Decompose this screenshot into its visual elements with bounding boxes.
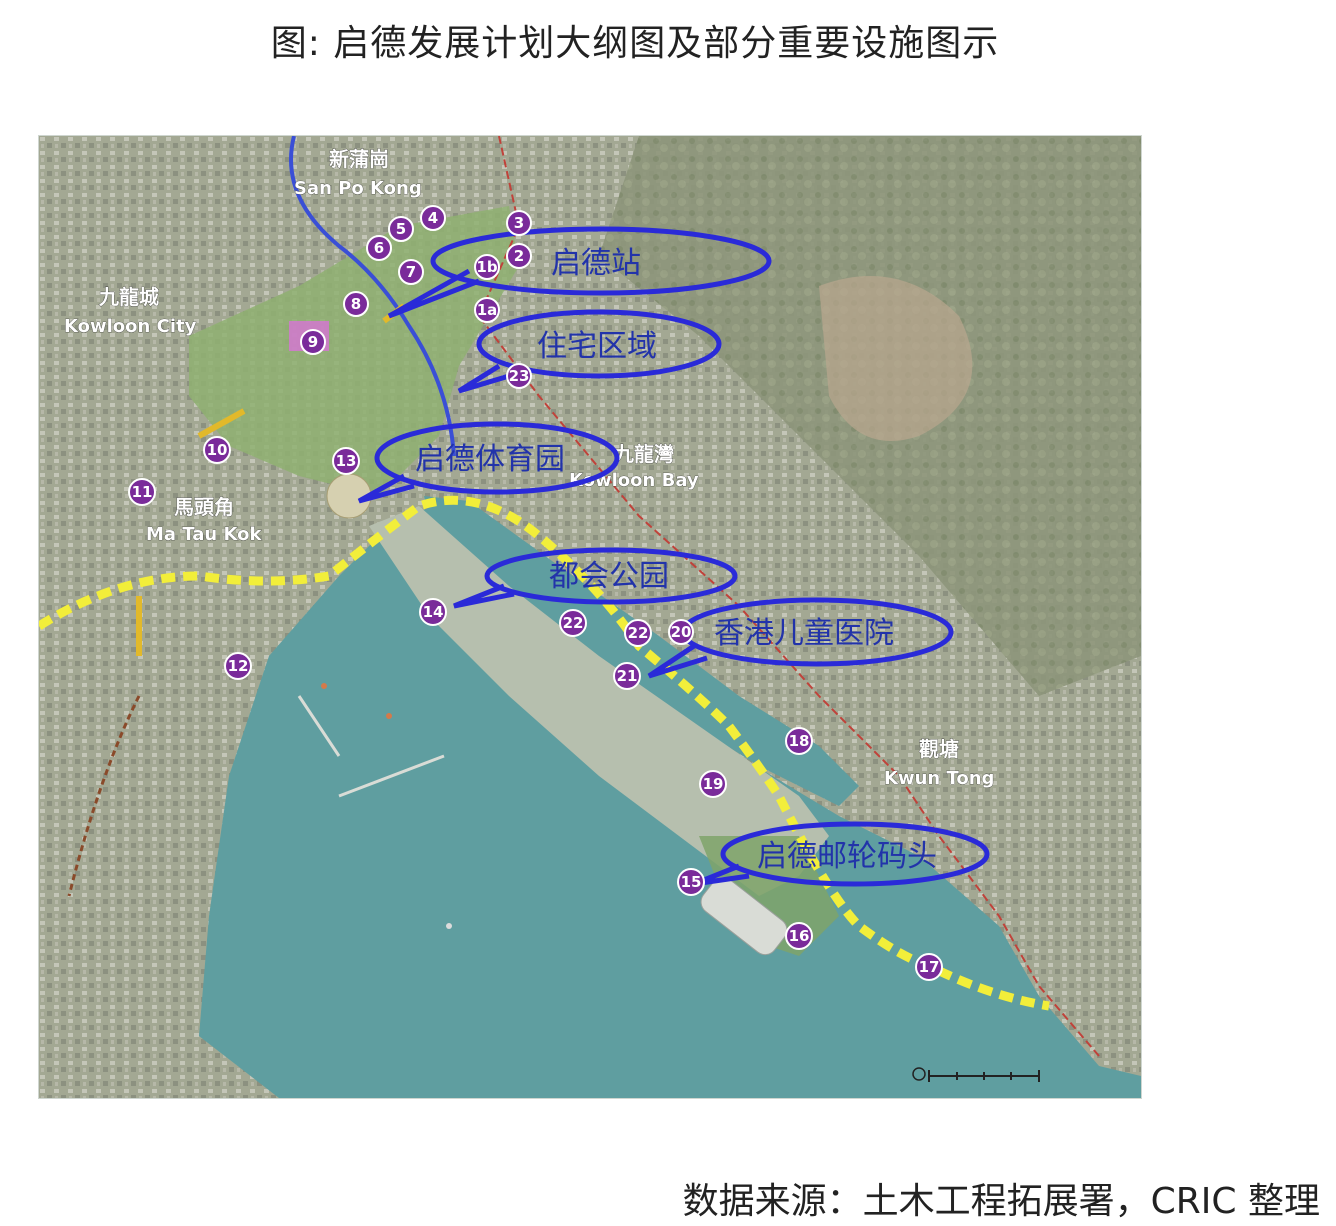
site-marker: 19 <box>699 770 727 798</box>
data-source-note: 数据来源：土木工程拓展署，CRIC 整理 <box>682 1181 1320 1222</box>
walkway-link <box>197 408 246 439</box>
boat <box>446 923 452 929</box>
svg-text:17: 17 <box>919 958 940 976</box>
boat <box>386 713 392 719</box>
figure-title: 图: 启德发展计划大纲图及部分重要设施图示 <box>270 23 1000 64</box>
callout-cruise-terminal: 启德邮轮码头 <box>693 821 990 887</box>
road-line <box>67 695 141 897</box>
svg-text:13: 13 <box>336 452 357 470</box>
site-marker: 2 <box>506 243 532 269</box>
quarry-area <box>819 276 973 441</box>
svg-text:1b: 1b <box>476 258 497 276</box>
callout-childrens-hospital: 香港儿童医院 <box>647 597 954 679</box>
place-label: Ma Tau Kok <box>146 524 263 545</box>
svg-text:12: 12 <box>228 657 249 675</box>
svg-text:22: 22 <box>628 624 649 642</box>
north-arrow-icon <box>912 1067 926 1081</box>
svg-text:18: 18 <box>789 732 810 750</box>
svg-text:15: 15 <box>681 873 702 891</box>
place-label: 新蒲崗 <box>329 147 389 171</box>
kai-tak-approach-channel <box>424 496 859 806</box>
svg-text:7: 7 <box>406 263 416 281</box>
place-label: San Po Kong <box>294 178 422 199</box>
site-markers: 1a 1b 2 3 4 5 6 7 8 9 10 11 12 13 14 15 … <box>128 205 943 981</box>
callout-sports-park: 启德体育园 <box>357 421 620 504</box>
svg-text:23: 23 <box>509 367 530 385</box>
place-label: 九龍灣 <box>613 442 674 466</box>
svg-text:11: 11 <box>132 483 153 501</box>
site-marker: 22 <box>624 619 652 647</box>
place-label: Kwun Tong <box>884 768 994 789</box>
site-marker: 23 <box>506 363 532 389</box>
callout-label: 香港儿童医院 <box>714 616 894 651</box>
site-marker: 13 <box>332 447 360 475</box>
site-marker: 16 <box>785 922 813 950</box>
breakwater <box>338 754 445 798</box>
site-marker: 5 <box>388 216 414 242</box>
site-marker: 21 <box>613 662 641 690</box>
site-marker: 22 <box>559 609 587 637</box>
svg-text:20: 20 <box>671 623 692 641</box>
place-label: 馬頭角 <box>174 495 234 519</box>
site-marker: 11 <box>128 478 156 506</box>
svg-text:1a: 1a <box>477 301 498 319</box>
svg-text:16: 16 <box>789 927 810 945</box>
svg-text:9: 9 <box>308 333 318 351</box>
svg-text:8: 8 <box>351 295 361 313</box>
callout-label: 住宅区域 <box>537 329 657 364</box>
callout-label: 启德体育园 <box>415 442 565 477</box>
callout-label: 启德站 <box>551 246 641 281</box>
site-marker: 3 <box>506 210 532 236</box>
site-marker: 14 <box>419 598 447 626</box>
callout-residential: 住宅区域 <box>457 309 722 394</box>
svg-text:4: 4 <box>428 209 438 227</box>
site-marker: 20 <box>668 619 694 645</box>
svg-text:10: 10 <box>207 441 228 459</box>
site-marker: 1a <box>474 297 500 323</box>
svg-text:2: 2 <box>514 247 524 265</box>
runway-development <box>369 506 829 896</box>
site-marker: 17 <box>915 953 943 981</box>
svg-text:22: 22 <box>563 614 584 632</box>
boat <box>321 683 327 689</box>
callout-label: 启德邮轮码头 <box>757 839 937 874</box>
place-label: 九龍城 <box>98 285 159 309</box>
place-labels: 新蒲崗 San Po Kong 九龍城 Kowloon City 馬頭角 Ma … <box>64 147 995 790</box>
breakwater <box>297 695 341 757</box>
kai-tak-city-centre <box>189 206 519 496</box>
site-marker: 18 <box>785 727 813 755</box>
svg-text:3: 3 <box>514 214 524 232</box>
site-marker: 7 <box>398 259 424 285</box>
svg-text:14: 14 <box>423 603 444 621</box>
map-canvas: 新蒲崗 San Po Kong 九龍城 Kowloon City 馬頭角 Ma … <box>39 136 1141 1098</box>
site-marker: 10 <box>203 436 231 464</box>
svg-text:6: 6 <box>374 239 384 257</box>
place-label: Kowloon City <box>64 316 197 337</box>
site-marker: 4 <box>420 205 446 231</box>
shatin-central-link <box>289 136 456 457</box>
callout-label: 都会公园 <box>549 559 669 594</box>
callout-kai-tak-station: 启德站 <box>387 226 772 319</box>
site-marker: 1b <box>474 254 500 280</box>
place-label: 觀塘 <box>919 737 959 761</box>
cruise-terminal-building <box>700 876 788 956</box>
svg-text:19: 19 <box>703 775 724 793</box>
site-marker: 9 <box>300 329 326 355</box>
svg-text:5: 5 <box>396 220 406 238</box>
site-marker: 15 <box>677 868 705 896</box>
site-marker: 8 <box>343 291 369 317</box>
site-marker: 6 <box>366 235 392 261</box>
site-marker: 12 <box>224 652 252 680</box>
svg-text:21: 21 <box>617 667 638 685</box>
callout-metro-park: 都会公园 <box>453 547 738 609</box>
scale-bar <box>912 1067 1040 1082</box>
kai-tak-map: 新蒲崗 San Po Kong 九龍城 Kowloon City 馬頭角 Ma … <box>38 135 1142 1099</box>
